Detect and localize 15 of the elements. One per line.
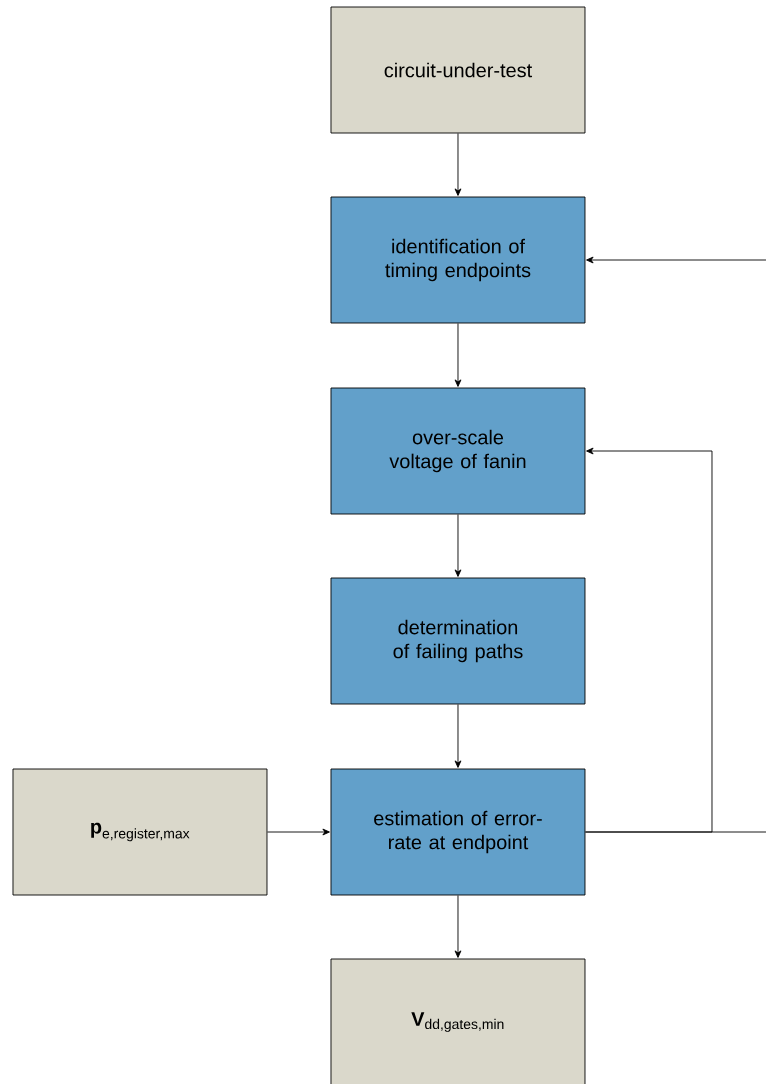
arrow	[454, 133, 462, 196]
process-box: estimation of error-rate at endpoint	[330, 768, 586, 896]
arrow	[267, 828, 330, 836]
arrow	[454, 704, 462, 768]
process-box: identification of timing endpoints	[330, 196, 586, 324]
arrow	[454, 323, 462, 387]
arrow	[586, 256, 766, 264]
input-box: circuit-under-test	[330, 6, 586, 134]
input-box: $\text{\textbf{p}}_{\text{e,register,max}}$	[12, 768, 268, 896]
arrow	[454, 895, 462, 958]
process-box: determination of failing paths	[330, 577, 586, 705]
arrow	[454, 514, 462, 577]
process-box: over-scale voltage of fanin	[330, 387, 586, 515]
arrow	[585, 447, 713, 833]
output-box: $\text{\textbf{V}}_{\text{dd,gates,min}}$	[330, 958, 586, 1084]
